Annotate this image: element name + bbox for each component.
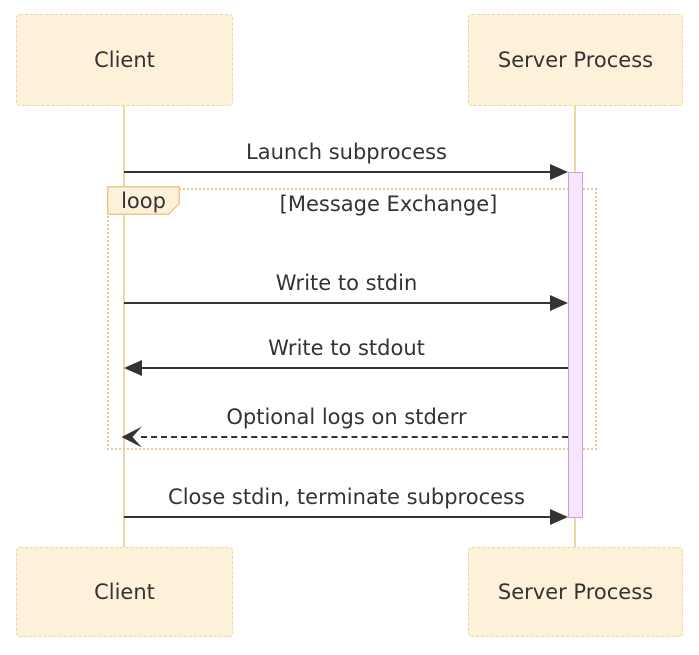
actor-server-top-label: Server Process bbox=[497, 48, 654, 72]
loop-frame bbox=[107, 188, 597, 450]
message-label-write-stdin: Write to stdin bbox=[275, 271, 418, 295]
actor-client-top: Client bbox=[16, 14, 233, 106]
loop-condition-text: [Message Exchange] bbox=[279, 192, 498, 216]
lifeline-client bbox=[123, 106, 125, 547]
actor-server-bottom: Server Process bbox=[468, 547, 683, 637]
arrowhead-right-icon bbox=[550, 509, 568, 525]
message-line-launch-subprocess bbox=[124, 171, 552, 173]
message-label-stderr-logs: Optional logs on stderr bbox=[226, 405, 467, 429]
actor-server-bottom-label: Server Process bbox=[497, 580, 654, 604]
arrowhead-right-icon bbox=[550, 295, 568, 311]
message-label-launch-subprocess: Launch subprocess bbox=[246, 140, 447, 164]
loop-label-shape bbox=[107, 186, 180, 215]
message-label-close-stdin: Close stdin, terminate subprocess bbox=[168, 485, 525, 509]
message-line-write-stdout bbox=[140, 367, 568, 369]
loop-label-text: loop bbox=[121, 188, 166, 213]
arrowhead-right-icon bbox=[550, 164, 568, 180]
activation-bar bbox=[568, 172, 583, 518]
message-line-close-stdin bbox=[124, 516, 552, 518]
actor-client-bottom: Client bbox=[16, 547, 233, 637]
actor-client-top-label: Client bbox=[94, 48, 155, 72]
arrowhead-left-icon bbox=[124, 360, 142, 376]
arrowhead-open-left-icon bbox=[121, 426, 142, 448]
actor-client-bottom-label: Client bbox=[94, 580, 155, 604]
loop-label: loop bbox=[107, 186, 180, 215]
message-line-write-stdin bbox=[124, 302, 552, 304]
message-line-stderr-logs bbox=[141, 436, 568, 438]
actor-server-top: Server Process bbox=[468, 14, 683, 106]
message-label-write-stdout: Write to stdout bbox=[268, 336, 425, 360]
